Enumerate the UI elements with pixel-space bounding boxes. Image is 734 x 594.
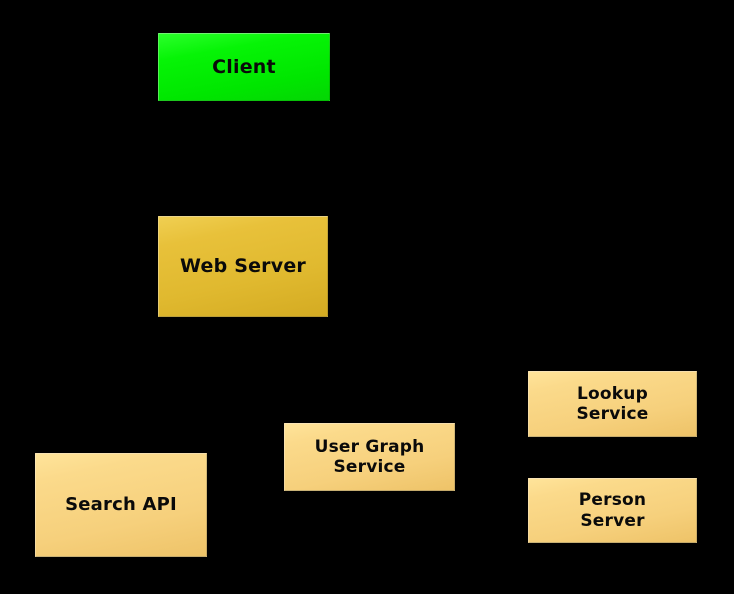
node-web-server[interactable]: Web Server: [158, 216, 328, 317]
node-search-api[interactable]: Search API: [35, 453, 207, 557]
node-lookup-service[interactable]: Lookup Service: [528, 371, 697, 437]
node-client[interactable]: Client: [158, 33, 330, 101]
node-person-server[interactable]: Person Server: [528, 478, 697, 543]
node-web-server-label: Web Server: [180, 255, 306, 278]
node-user-graph-service[interactable]: User Graph Service: [284, 423, 455, 491]
node-client-label: Client: [212, 55, 276, 78]
node-user-graph-service-label: User Graph Service: [314, 436, 425, 477]
node-lookup-service-label: Lookup Service: [576, 383, 649, 424]
node-person-server-label: Person Server: [578, 490, 647, 531]
node-search-api-label: Search API: [65, 494, 177, 516]
